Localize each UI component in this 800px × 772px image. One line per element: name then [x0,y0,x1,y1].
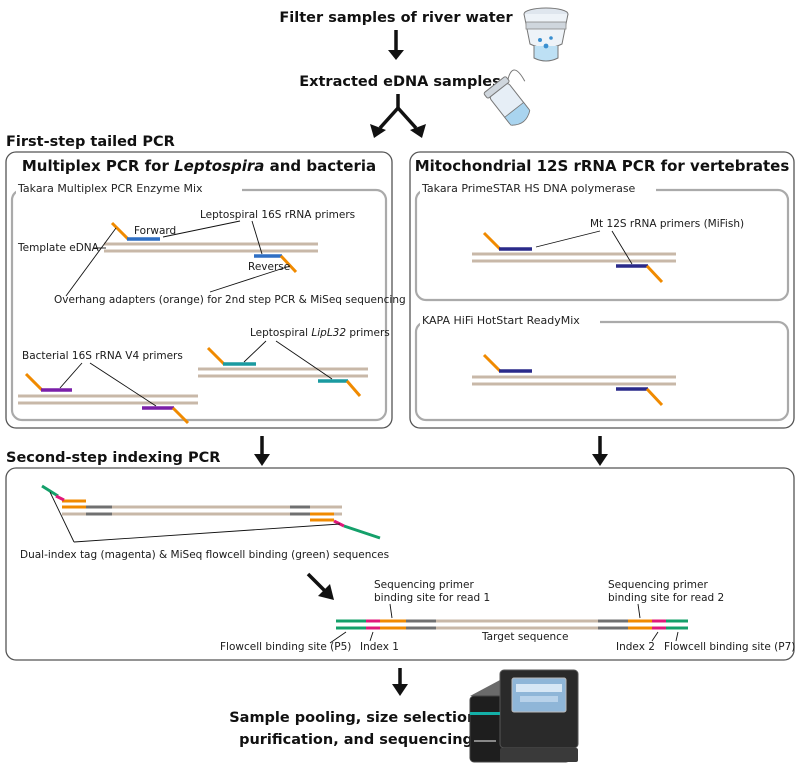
arrow-left-down [254,436,270,466]
step-filter: Filter samples of river water [279,10,513,26]
enzyme-label-takara-multiplex: Takara Multiplex PCR Enzyme Mix [17,182,203,195]
overhang-label: Overhang adapters (orange) for 2nd step … [54,294,406,306]
template-edna-label: Template eDNA [17,242,100,254]
bacterial-forward-primer [24,372,72,392]
reverse-primer [254,254,298,274]
target-sequence-label: Target sequence [481,631,568,643]
filter-funnel-icon [523,7,569,62]
flowcell-p7-label: Flowcell binding site (P7) [664,641,795,653]
mifish-forward-primer [482,231,532,251]
mifish-template-dna [472,252,676,263]
dual-index-label: Dual-index tag (magenta) & MiSeq flowcel… [20,549,389,561]
kapa-forward-primer [482,353,532,373]
right-inner-panel-2 [414,320,790,422]
left-panel-title: Multiplex PCR for Leptospira and bacteri… [22,157,376,175]
final-step-line1: Sample pooling, size selection, [229,710,483,726]
bacterial-label: Bacterial 16S rRNA V4 primers [22,350,183,362]
seq-primer-1-line1: Sequencing primer [374,579,474,591]
seq-primer-1-line2: binding site for read 1 [374,592,490,604]
forward-primer [110,221,160,241]
seq-primer-2-line1: Sequencing primer [608,579,708,591]
lipl32-reverse-primer [318,379,362,397]
lipl32-label: Leptospiral LipL32 primers [250,327,390,339]
bacterial-template-dna [18,394,198,405]
arrow-final [392,668,408,696]
lipl32-forward-primer [206,346,256,366]
right-inner-panel-1 [414,188,790,302]
index-1-label: Index 1 [360,641,399,653]
final-library-molecule [336,619,688,630]
sample-tube-icon [483,69,531,126]
forward-label: Forward [134,225,176,237]
seq-primer-2-line2: binding site for read 2 [608,592,724,604]
step-extract: Extracted eDNA samples [299,74,501,90]
reverse-label: Reverse [248,261,290,273]
arrow-diagonal [306,572,334,600]
index-2-label: Index 2 [616,641,655,653]
section-second-step: Second-step indexing PCR [6,450,220,466]
flowcell-p5-label: Flowcell binding site (P5) [220,641,351,653]
sequencer-icon [469,669,579,763]
template-dna [104,242,318,253]
section-first-step: First-step tailed PCR [6,134,175,150]
lipl32-template-dna [198,367,368,378]
enzyme-label-primestar: Takara PrimeSTAR HS DNA polymerase [421,182,636,195]
right-panel-title: Mitochondrial 12S rRNA PCR for vertebrat… [415,157,790,175]
mifish-label: Mt 12S rRNA primers (MiFish) [590,218,744,230]
indexing-molecule [41,484,381,540]
enzyme-label-kapa: KAPA HiFi HotStart ReadyMix [422,314,580,327]
lepto-16s-label: Leptospiral 16S rRNA primers [200,209,355,221]
kapa-template-dna [472,375,676,386]
final-step-line2: purification, and sequencing [239,732,473,748]
second-step-panel [5,467,795,661]
kapa-reverse-primer [616,387,664,407]
bacterial-reverse-primer [142,406,190,425]
mifish-reverse-primer [616,264,664,284]
arrow-right-down [592,436,608,466]
fork-arrow [370,94,426,138]
